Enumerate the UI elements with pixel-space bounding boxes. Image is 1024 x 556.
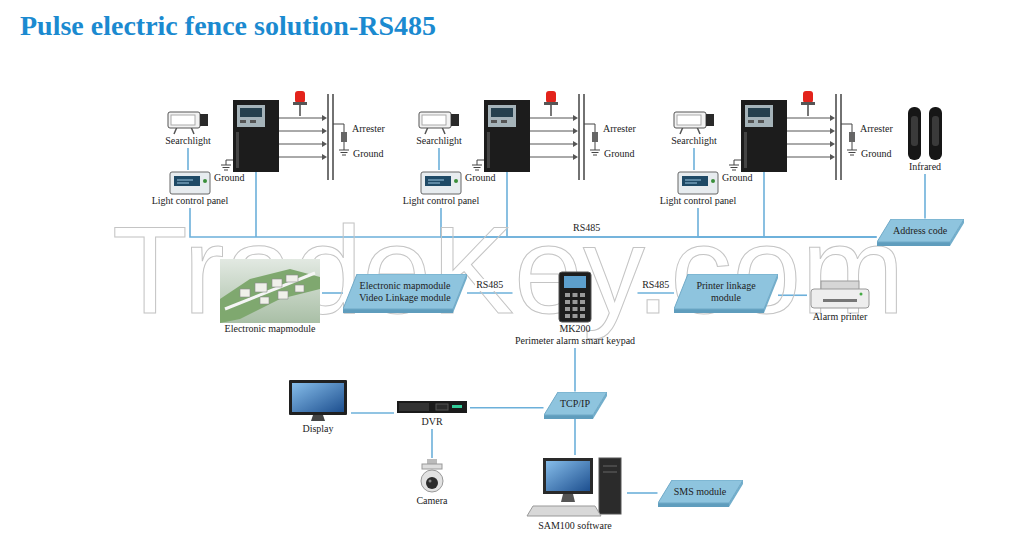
device-node: Electronic mapmodule [218,258,322,336]
connector [924,174,926,219]
annotation-label: Ground [353,148,384,160]
node-label: Light control panel [403,195,480,207]
device-node: Searchlight [163,108,213,148]
device-node: MK200Perimeter alarm smart keypad [513,270,638,348]
module-tile: Electronic mapmoduleVideo Linkage module [343,274,467,313]
node-label: Electronic mapmodule [225,323,316,335]
annotation-label: Ground [214,172,245,184]
device-node: Light control panel [658,170,739,208]
device-icon [809,279,871,311]
node-label: TCP/IP [560,398,590,410]
annotation-label: Ground [604,148,635,160]
module-tile: SMS module [658,480,743,507]
node-label: DVR [421,416,442,428]
device-icon [558,271,592,323]
node-label: Printer linkage module [690,280,762,304]
module-tile: TCP/IP [544,392,607,419]
connector [431,429,433,458]
connector [574,348,576,392]
node-label: Electronic mapmodule [360,280,451,292]
device-icon [396,398,468,416]
device-node: Light control panel [150,170,231,208]
node-label: Camera [416,495,447,507]
device-icon [672,109,716,135]
module-tile: Address code [877,219,964,246]
connector [351,412,394,414]
device-icon [677,171,719,195]
node-label: Infrared [909,161,941,173]
edge-label: RS485 [475,279,504,291]
device-icon [417,109,461,135]
device-node: Searchlight [669,108,719,148]
device-node: Infrared [903,105,947,174]
annotation-label: Ground [861,148,892,160]
device-icon [169,171,211,195]
connector [438,148,440,170]
device-icon [287,379,349,423]
connector [574,419,576,456]
device-icon [905,106,945,161]
annotation-label: Ground [722,172,753,184]
page-title: Pulse electric fence solution-RS485 [20,10,436,42]
node-label: Light control panel [152,195,229,207]
node-label: MK200 [559,323,590,335]
connector [187,148,189,170]
node-label: Video Linkage module [359,292,451,304]
node-label: Searchlight [416,135,462,147]
node-label: Light control panel [660,195,737,207]
device-icon [220,259,320,323]
device-icon [420,171,462,195]
edge-label: RS485 [641,279,670,291]
node-label: Address code [893,225,947,237]
annotation-label: Ground [465,172,496,184]
connector [470,407,544,409]
annotation-label: Arrester [603,123,636,135]
device-node: Display [285,378,351,436]
node-label: Perimeter alarm smart keypad [515,335,635,347]
connector [693,148,695,170]
device-icon [525,456,625,520]
device-node: Searchlight [414,108,464,148]
annotation-label: Arrester [352,123,385,135]
device-node: DVR [394,397,470,429]
device-node: Light control panel [401,170,482,208]
node-label: Searchlight [671,135,717,147]
node-label: Searchlight [165,135,211,147]
device-node: Camera [414,458,450,508]
annotation-label: Arrester [860,123,893,135]
node-label: SAM100 software [538,520,612,532]
device-node: Alarm printer [807,278,873,324]
device-node: SAM100 software [523,455,627,533]
node-label: SMS module [674,486,727,498]
node-label: Display [302,423,333,435]
device-icon [419,459,445,495]
device-icon [166,109,210,135]
module-tile: Printer linkage module [674,274,778,313]
connector [627,492,658,494]
node-label: Alarm printer [813,311,868,323]
